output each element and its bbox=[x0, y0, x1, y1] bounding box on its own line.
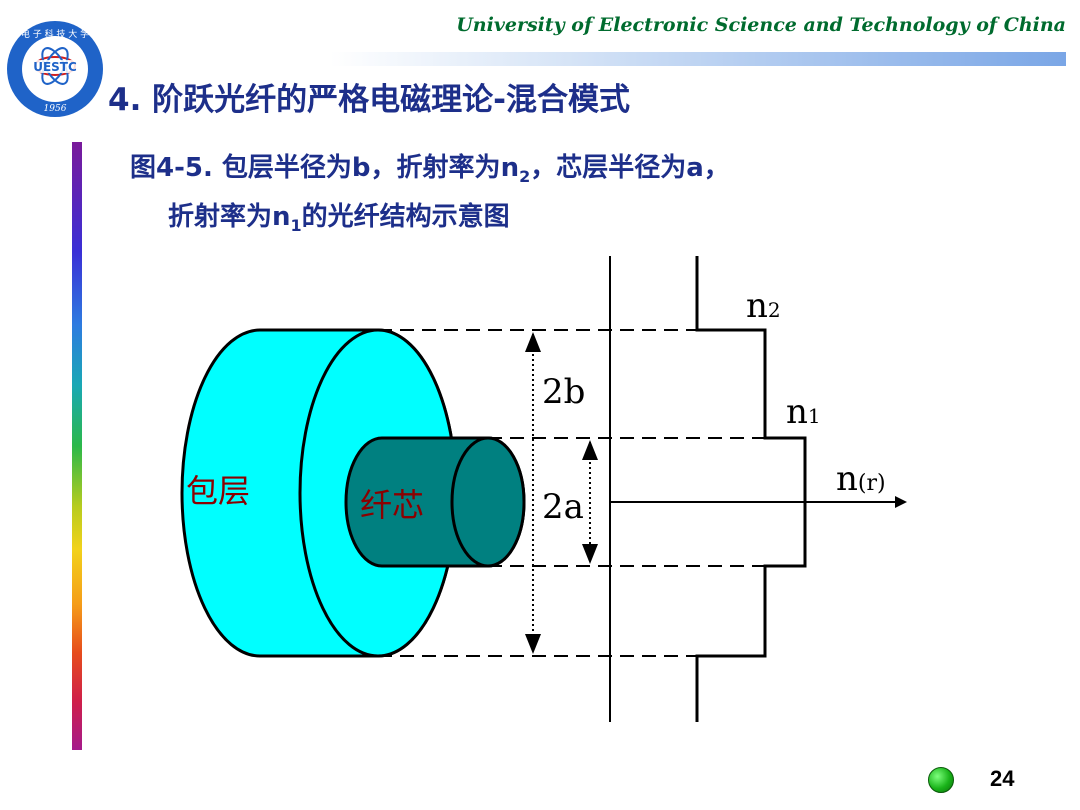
core-front-face bbox=[450, 436, 526, 568]
label-nr: n(r) bbox=[836, 459, 886, 499]
caption-text: 包层半径为 bbox=[212, 153, 352, 183]
caption-subscript-1: 1 bbox=[290, 216, 302, 236]
caption-text: ， bbox=[703, 153, 730, 183]
caption-symbol-n2: n bbox=[500, 153, 520, 183]
label-n2: n2 bbox=[746, 286, 781, 326]
logo-year: 1956 bbox=[44, 104, 67, 114]
label-n1: n1 bbox=[786, 392, 821, 432]
refractive-index-profile bbox=[695, 256, 807, 722]
caption-text: ，芯层半径为 bbox=[530, 153, 687, 183]
caption-symbol-b: b bbox=[351, 153, 371, 183]
slide-title: 4. 阶跃光纤的严格电磁理论-混合模式 bbox=[108, 82, 631, 118]
label-2b: 2b bbox=[542, 372, 585, 412]
caption-symbol-n1: n bbox=[272, 202, 291, 233]
dimension-2a-arrow-bottom bbox=[582, 544, 598, 564]
dimension-2b-arrow-top bbox=[525, 332, 541, 352]
university-logo: 电 子 科 技 大 学 UESTC 1956 bbox=[7, 21, 103, 117]
dimension-2b-arrow-bottom bbox=[525, 634, 541, 654]
caption-subscript-2: 2 bbox=[519, 167, 531, 187]
caption-symbol-a: a bbox=[686, 153, 704, 183]
decorative-side-bar bbox=[72, 142, 82, 750]
header-gradient-bar bbox=[330, 52, 1066, 66]
caption-line-2: 折射率为n1的光纤结构示意图 bbox=[130, 197, 730, 246]
figure-label: 图4-5. bbox=[130, 153, 213, 183]
label-2a: 2a bbox=[542, 487, 584, 527]
university-name: University of Electronic Science and Tec… bbox=[456, 14, 1066, 36]
core-label: 纤芯 bbox=[360, 486, 424, 524]
dimension-2a-arrow-top bbox=[582, 440, 598, 460]
dimension-dashed-lines bbox=[378, 329, 805, 657]
figure-caption: 图4-5. 包层半径为b，折射率为n2，芯层半径为a， 折射率为n1的光纤结构示… bbox=[130, 148, 730, 246]
caption-line-1: 图4-5. 包层半径为b，折射率为n2，芯层半径为a， bbox=[130, 148, 730, 197]
core-cylinder bbox=[344, 436, 526, 568]
logo-ring-text: 电 子 科 技 大 学 bbox=[21, 28, 89, 40]
navigation-button[interactable] bbox=[928, 767, 954, 793]
caption-text: 折射率为 bbox=[168, 202, 273, 233]
caption-text: ，折射率为 bbox=[370, 153, 501, 183]
page-number: 24 bbox=[990, 766, 1015, 791]
logo-abbr: UESTC bbox=[33, 60, 77, 74]
caption-text: 的光纤结构示意图 bbox=[301, 202, 510, 233]
cladding-label: 包层 bbox=[186, 472, 250, 510]
